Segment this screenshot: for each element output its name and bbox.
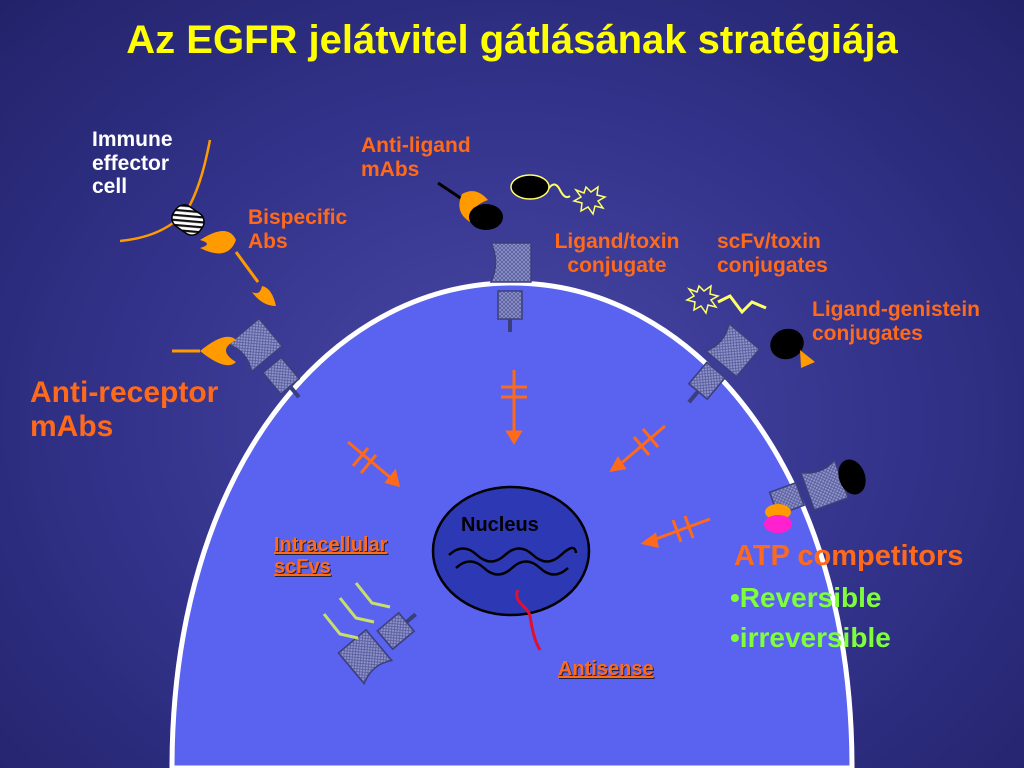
label-nucleus: Nucleus [461, 514, 539, 536]
antibody-icon [200, 231, 276, 306]
label-immune-effector-cell: Immune effector cell [92, 128, 173, 199]
label-anti-ligand-mabs: Anti-ligand mAbs [361, 134, 471, 181]
toxin-burst-icon [685, 284, 720, 315]
fc-receptor-icon [171, 204, 205, 236]
ligand-toxin-conjugate [510, 174, 571, 200]
antibody-icon [172, 336, 236, 366]
receptor-icon [489, 242, 532, 332]
antibody-icon [437, 181, 503, 230]
antisense-strand [515, 589, 542, 651]
label-reversible: •Reversible [730, 582, 882, 613]
label-scfv-toxin: scFv/toxin conjugates [717, 230, 828, 277]
mrna-wave-icon [448, 546, 578, 576]
page-title: Az EGFR jelátvitel gátlásának stratégiáj… [126, 18, 898, 62]
receptor-icon [226, 317, 301, 399]
label-ligand-toxin: Ligand/toxin conjugate [554, 230, 680, 277]
ligand-genistein-conjugate [770, 328, 815, 368]
inhibition-arrow-icon [347, 370, 711, 548]
scfv-fragment [717, 294, 767, 315]
label-antisense: Antisense [558, 658, 654, 680]
label-atp-competitors: ATP competitors [734, 540, 964, 572]
receptor-icon [687, 322, 761, 404]
immune-cell-outline [119, 139, 212, 243]
label-intracellular-scfvs: Intracellular scFvs [274, 534, 388, 579]
atp-competitor-site [764, 459, 866, 533]
receptor-icon [337, 611, 417, 686]
label-irreversible: •irreversible [730, 622, 891, 653]
label-ligand-genistein: Ligand-genistein conjugates [812, 298, 980, 345]
intracellular-scfv-icons [322, 582, 391, 640]
toxin-burst-icon [572, 185, 607, 216]
label-anti-receptor-mabs: Anti-receptor mAbs [30, 376, 219, 443]
label-bispecific-abs: Bispecific Abs [248, 206, 348, 253]
